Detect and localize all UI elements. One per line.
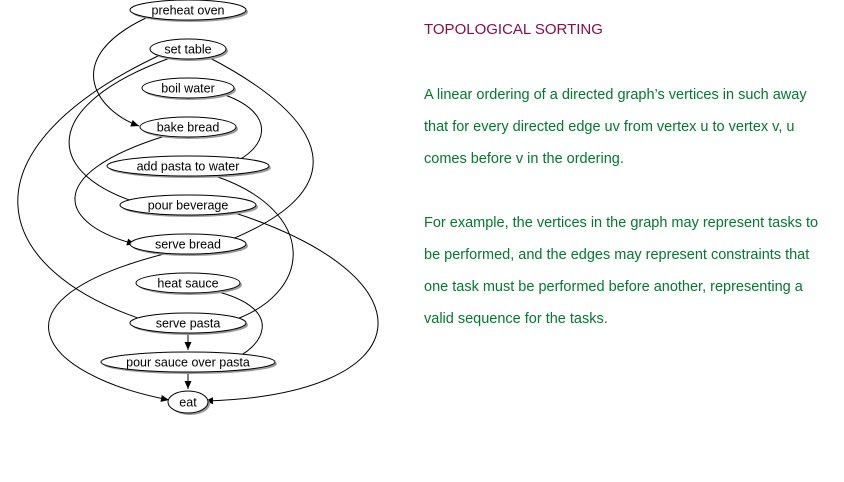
node-label: set table [164, 43, 211, 57]
node-label: heat sauce [157, 277, 218, 291]
edge-arrowhead [160, 395, 169, 402]
graph-node-bake: bake bread [139, 116, 238, 139]
edge-arrowhead [184, 342, 192, 350]
graph-node-pour-bev: pour beverage [119, 194, 258, 217]
node-label: serve pasta [156, 317, 221, 331]
node-ellipse [129, 0, 247, 21]
node-ellipse [141, 77, 235, 99]
node-ellipse [129, 233, 247, 255]
node-label: pour sauce over pasta [126, 356, 250, 370]
node-ellipse [100, 351, 276, 373]
edge-line [68, 57, 171, 206]
graph-node-heat: heat sauce [135, 272, 242, 295]
node-ellipse [135, 272, 241, 294]
edge-line [204, 212, 379, 402]
graph-node-serve-bread: serve bread [129, 233, 248, 256]
graph-edge [184, 333, 192, 350]
node-label: boil water [161, 82, 215, 96]
node-ellipse [119, 194, 257, 216]
node-label: bake bread [157, 121, 220, 135]
graph-node-boil: boil water [141, 77, 236, 100]
node-ellipse [167, 390, 209, 414]
edge-arrowhead [184, 381, 192, 389]
node-ellipse [129, 312, 247, 334]
example-paragraph: For example, the vertices in the graph m… [424, 215, 819, 327]
graph-node-preheat: preheat oven [129, 0, 248, 22]
graph-edge [74, 135, 166, 246]
graph-edge [48, 252, 170, 402]
graph-nodes: preheat oven set table boil water bake brea… [100, 0, 277, 415]
node-label: pour beverage [148, 199, 229, 213]
node-ellipse [106, 155, 270, 177]
edge-line [211, 174, 294, 323]
graph-node-add-pasta: add pasta to water [106, 155, 271, 178]
page-title: TOPOLOGICAL SORTING [424, 21, 603, 38]
node-label: preheat oven [152, 4, 225, 18]
graph-edge [93, 16, 149, 127]
graph-node-set-table: set table [149, 38, 228, 61]
edge-arrowhead [130, 119, 139, 127]
edge-line [48, 252, 170, 401]
node-label: eat [179, 396, 197, 410]
edge-line [93, 16, 149, 127]
graph-edge [184, 372, 192, 389]
node-ellipse [149, 38, 227, 60]
graph-node-pour-sauce: pour sauce over pasta [100, 351, 277, 374]
node-label: add pasta to water [137, 160, 240, 174]
dependency-graph: preheat oven set table boil water bake brea… [17, 0, 379, 415]
node-ellipse [139, 116, 237, 138]
edge-line [207, 56, 314, 244]
graph-node-eat: eat [167, 390, 210, 415]
edge-line [74, 135, 166, 245]
graph-node-serve-pasta: serve pasta [129, 312, 248, 335]
edge-line [224, 94, 262, 164]
node-label: serve bread [155, 238, 221, 252]
edge-line [17, 55, 159, 323]
definition-paragraph: A linear ordering of a directed graph’s … [424, 87, 807, 167]
